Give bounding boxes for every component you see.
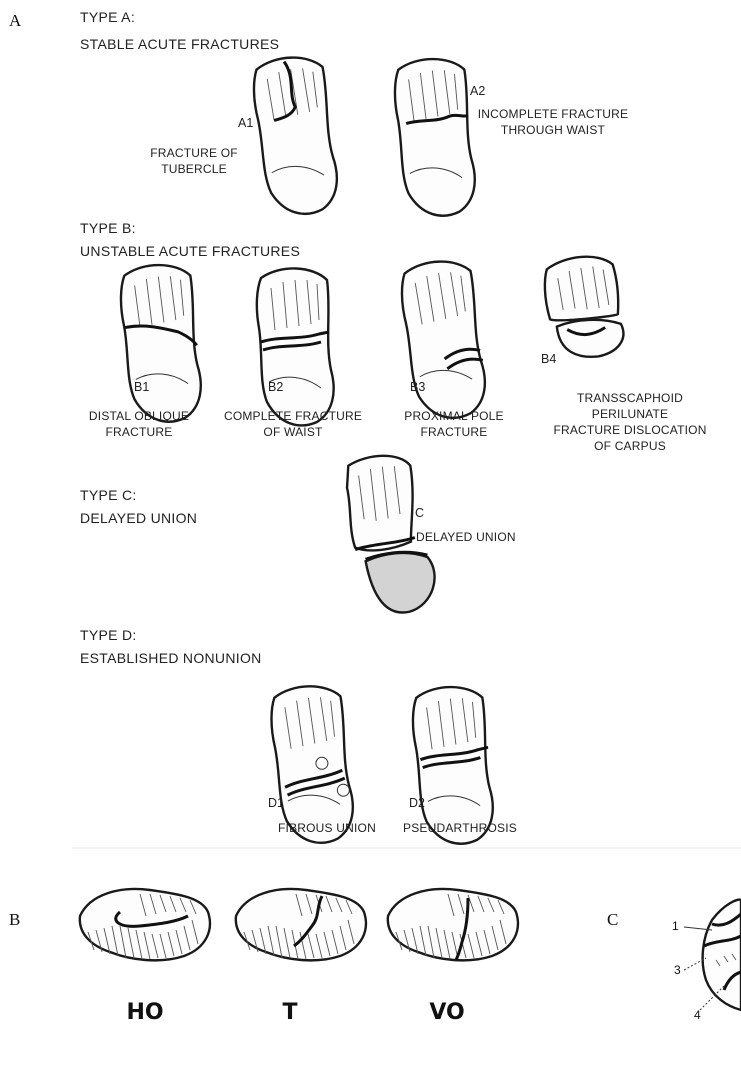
bone-b1 — [120, 264, 202, 424]
bone-b3 — [400, 259, 488, 421]
a1-code: A1 — [238, 116, 253, 130]
bone-b4 — [542, 253, 626, 361]
d1-description: FIBROUS UNION — [278, 821, 376, 835]
c-description: DELAYED UNION — [416, 530, 516, 544]
c-code: C — [415, 506, 424, 520]
type-a-title: TYPE A: — [80, 9, 135, 25]
b1-description: DISTAL OBLIQUEFRACTURE — [89, 408, 189, 440]
a1-description: FRACTURE OFTUBERCLE — [150, 145, 238, 177]
a2-description: INCOMPLETE FRACTURETHROUGH WAIST — [478, 106, 628, 138]
bone-t — [236, 889, 366, 960]
label-ho: HO — [126, 1000, 163, 1025]
label-t: T — [282, 1000, 297, 1025]
type-b-title: TYPE B: — [80, 220, 136, 236]
label-4: 4 — [694, 1008, 701, 1022]
b2-description: COMPLETE FRACTUREOF WAIST — [224, 408, 362, 440]
type-d-subtitle: ESTABLISHED NONUNION — [80, 650, 262, 666]
b1-code: B1 — [134, 380, 149, 394]
panel-label-b: B — [9, 910, 20, 930]
type-c-subtitle: DELAYED UNION — [80, 510, 197, 526]
type-d-title: TYPE D: — [80, 627, 137, 643]
panel-label-a: A — [9, 11, 21, 31]
a2-code: A2 — [470, 84, 485, 98]
label-3: 3 — [674, 963, 681, 977]
bone-a2 — [394, 58, 476, 218]
bone-c-numbered — [684, 900, 741, 1010]
b2-code: B2 — [268, 380, 283, 394]
type-b-subtitle: UNSTABLE ACUTE FRACTURES — [80, 243, 300, 259]
b4-description: TRANSSCAPHOIDPERILUNATE FRACTURE DISLOCA… — [553, 390, 706, 454]
label-vo: VO — [429, 1000, 464, 1025]
b3-code: B3 — [410, 380, 425, 394]
bone-b2 — [257, 268, 334, 425]
b3-description: PROXIMAL POLEFRACTURE — [404, 408, 504, 440]
panel-label-c: C — [607, 910, 618, 930]
bone-vo — [388, 889, 518, 960]
type-c-title: TYPE C: — [80, 487, 137, 503]
d1-code: D1 — [268, 796, 284, 810]
bone-ho — [80, 889, 210, 960]
bone-a1 — [252, 55, 340, 217]
type-a-subtitle: STABLE ACUTE FRACTURES — [80, 36, 279, 52]
label-1: 1 — [672, 919, 679, 933]
d2-description: PSEUDARTHROSIS — [403, 821, 517, 835]
b4-code: B4 — [541, 352, 556, 366]
d2-code: D2 — [409, 796, 425, 810]
